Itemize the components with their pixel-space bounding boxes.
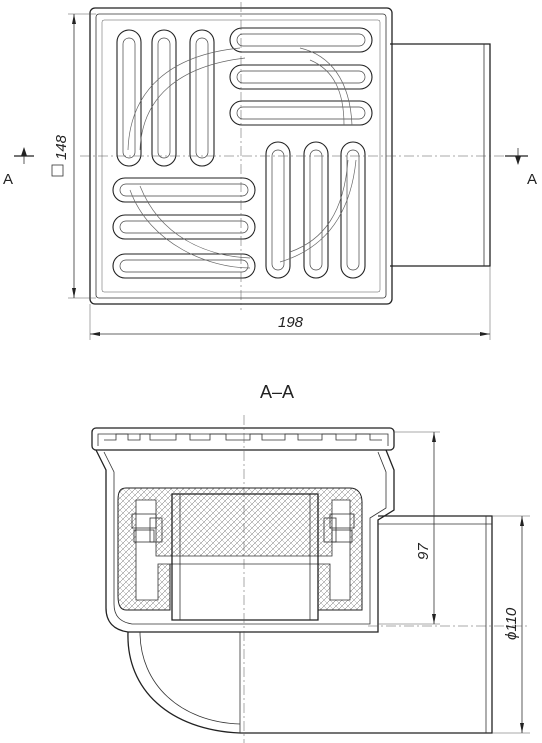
square-symbol [51,164,64,177]
outlet-pipe [240,515,493,734]
hidden-body-arcs [127,47,357,269]
elbow-outer [127,631,241,734]
dimension-148-label: 148 [53,134,70,160]
dimension-110-label: ϕ110 [503,607,520,640]
dimension-198: 198 [89,266,491,340]
grate-flange [91,427,395,451]
outlet-pipe-plan [390,43,491,267]
cup-cavity [135,499,351,601]
section-marker-right: A [505,148,537,188]
elbow-inner [139,631,241,725]
clip-left [131,513,163,543]
grate-slots-bottom-left [112,177,256,279]
dimension-97-label: 97 [415,543,432,560]
clip-right [323,513,355,543]
body-outer [95,449,395,633]
grate-profile [104,433,382,441]
water-seal-cup [117,487,363,611]
body-inner [103,451,387,625]
plan-view: A A 148 198 [3,2,537,340]
section-label-a-right: A [527,171,537,188]
section-marker-left: A [3,147,34,188]
section-view: 97 ϕ110 [91,415,530,743]
dimension-110: ϕ110 [492,515,530,734]
section-title: A–A [260,382,294,402]
dimension-97: 97 [378,431,440,625]
standpipe [171,493,319,621]
grate-slots-top-right [229,27,373,126]
dimension-198-label: 198 [278,314,304,331]
dimension-148: 148 [51,13,96,299]
grate-slots-top-left [116,29,215,167]
grate-slots-bottom-right [265,141,366,279]
section-label-a-left: A [3,171,13,188]
